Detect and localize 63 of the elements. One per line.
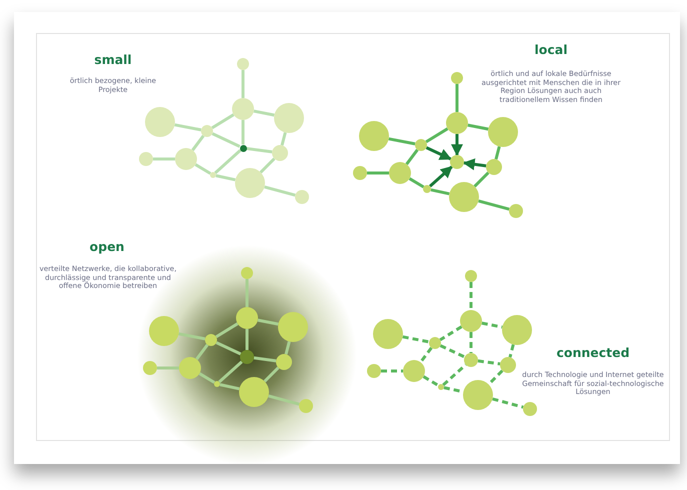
- arrow: [462, 158, 486, 170]
- connector-line: [430, 188, 450, 196]
- connector-line: [280, 132, 287, 146]
- connector-line: [246, 279, 248, 307]
- connector-line: [211, 113, 234, 130]
- connector-line: [215, 322, 238, 338]
- connector-line: [260, 158, 276, 174]
- connector-line: [178, 332, 206, 340]
- section-title: local: [533, 42, 568, 57]
- connector-line: [198, 372, 216, 384]
- connector-line: [254, 110, 275, 117]
- connector-line: [157, 366, 179, 370]
- connector-line: [242, 120, 244, 144]
- connector-line: [258, 318, 279, 326]
- connector-line: [191, 134, 205, 152]
- connector-line: [408, 177, 424, 188]
- connector-line: [284, 341, 291, 355]
- connector-line: [268, 394, 300, 406]
- dashed-connector: [419, 346, 433, 364]
- connector-line: [153, 158, 175, 160]
- dashed-connector: [492, 397, 524, 409]
- dashed-connector: [439, 325, 462, 342]
- connector-line: [254, 356, 276, 362]
- section-title: connected: [555, 345, 631, 360]
- dashed-connector: [508, 344, 515, 358]
- connector-line: [405, 148, 419, 166]
- connector-line: [478, 199, 510, 211]
- connector-line: [456, 84, 458, 112]
- dashed-connector: [482, 322, 503, 329]
- arrow: [429, 166, 453, 188]
- arrow: [426, 146, 452, 160]
- dashed-connector: [442, 364, 467, 386]
- dashed-connector: [381, 370, 403, 372]
- connector-line: [216, 174, 236, 182]
- connector-line: [425, 127, 448, 144]
- connector-line: [220, 383, 240, 390]
- connector-line: [214, 149, 242, 174]
- connector-line: [468, 124, 489, 131]
- dashed-connector: [478, 359, 500, 366]
- dashed-connector: [422, 375, 440, 387]
- connector-line: [216, 341, 242, 356]
- connector-line: [195, 344, 209, 360]
- connector-line: [264, 366, 280, 382]
- connector-line: [367, 172, 389, 174]
- dashed-connector: [470, 282, 472, 310]
- connector-line: [174, 123, 202, 132]
- connector-line: [242, 70, 244, 98]
- dashed-connector: [470, 332, 472, 353]
- connector-line: [264, 185, 296, 197]
- connector-line: [218, 360, 243, 384]
- connector-line: [494, 146, 501, 160]
- dashed-connector: [488, 370, 504, 386]
- connector-line: [194, 163, 212, 175]
- connector-line: [474, 172, 490, 188]
- dashed-connector: [402, 335, 430, 344]
- connector-line: [246, 147, 272, 154]
- dashed-connector: [440, 344, 466, 358]
- connector-line: [388, 137, 416, 146]
- section-title: small: [93, 52, 133, 67]
- connector-line: [246, 329, 248, 350]
- connector-line: [212, 132, 240, 148]
- arrow: [451, 134, 463, 156]
- section-title: open: [88, 239, 126, 254]
